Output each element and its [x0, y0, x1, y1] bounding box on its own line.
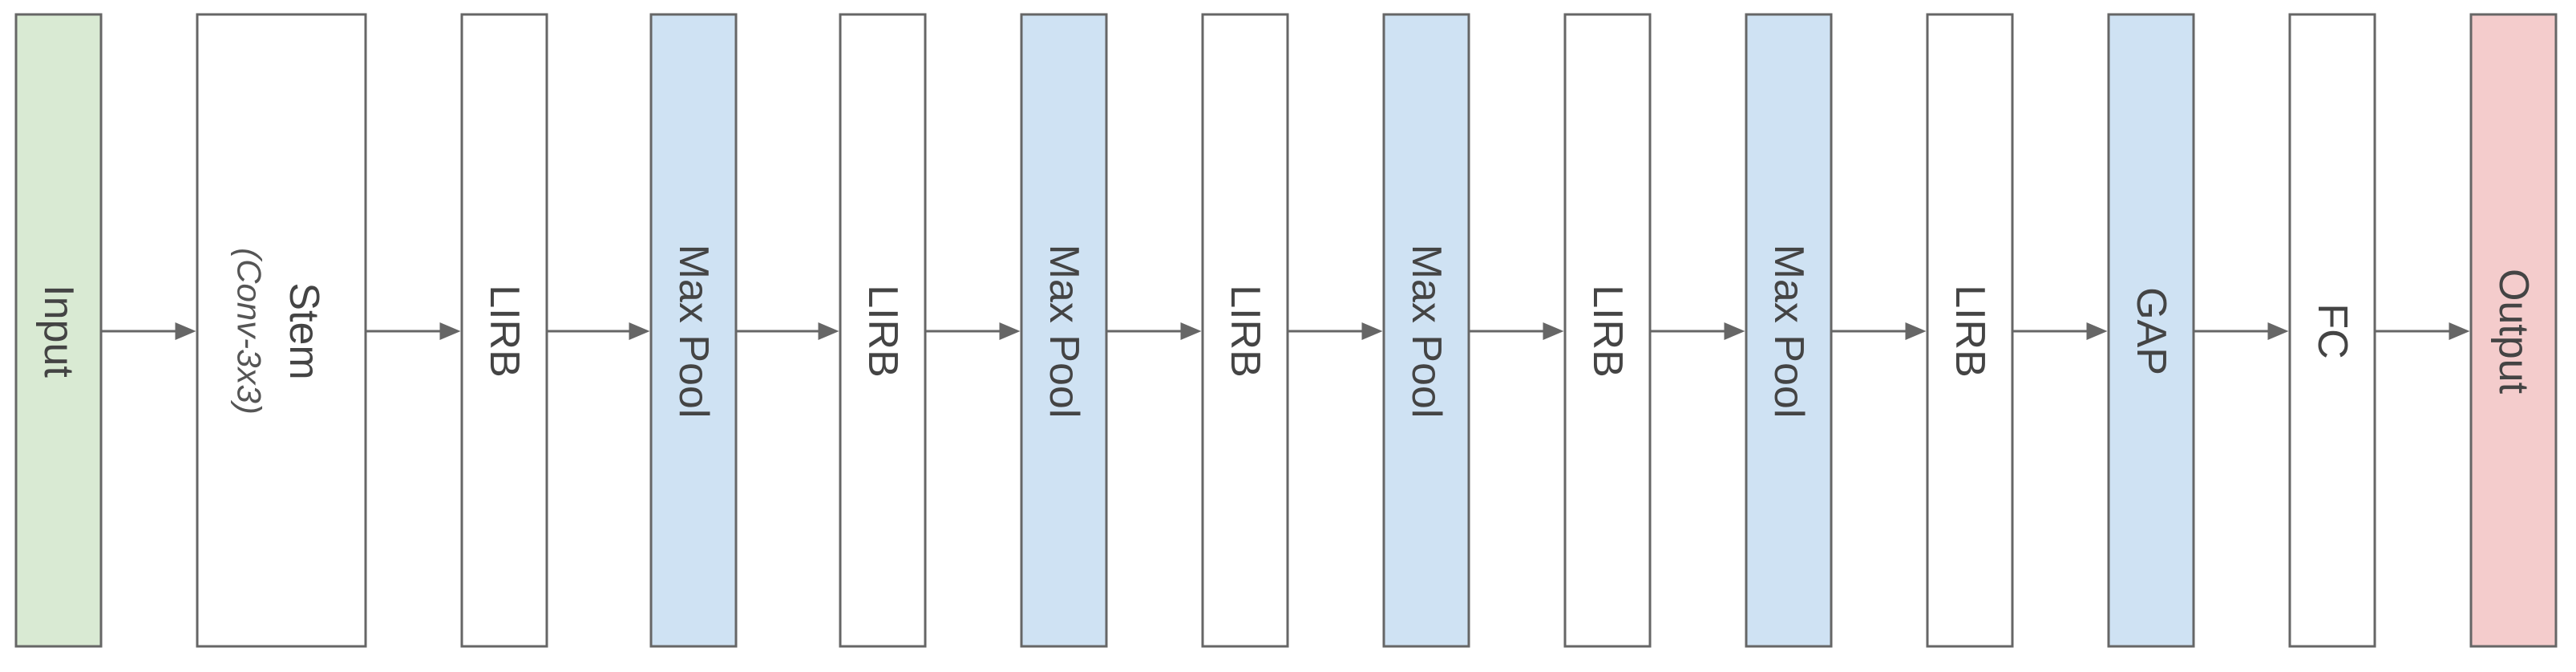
block-rect	[14, 13, 103, 648]
arrow-head	[175, 322, 196, 340]
block-lirb-4: LIRB	[839, 13, 927, 648]
arrow-head	[2086, 322, 2108, 340]
block-rect	[1563, 13, 1652, 648]
block-rect	[1745, 13, 1833, 648]
block-lirb-6: LIRB	[1201, 13, 1289, 648]
block-rect	[196, 13, 367, 648]
arrow-10-to-11	[2013, 322, 2108, 340]
block-max-pool-7: Max Pool	[1382, 13, 1470, 648]
block-rect	[2107, 13, 2195, 648]
block-stem-1: Stem (Conv-3x3)	[196, 13, 367, 648]
block-label: FC	[2309, 303, 2356, 358]
block-gap-11: GAP	[2107, 13, 2195, 648]
arrow-head	[1724, 322, 1745, 340]
arrow-head	[439, 322, 461, 340]
block-rect	[1382, 13, 1470, 648]
blocks-layer: Input Stem (Conv-3x3) LIRB Max Pool LIRB Max P…	[14, 13, 2558, 648]
arrow-4-to-5	[926, 322, 1021, 340]
block-output-13: Output	[2469, 13, 2558, 648]
block-rect	[1926, 13, 2014, 648]
arrow-0-to-1	[102, 322, 196, 340]
arrow-head	[1180, 322, 1202, 340]
block-label: GAP	[2128, 287, 2174, 375]
arrow-9-to-10	[1832, 322, 1927, 340]
block-rect	[460, 13, 548, 648]
arrows-layer	[102, 322, 2470, 340]
block-label: Max Pool	[670, 245, 717, 419]
arrow-11-to-12	[2194, 322, 2289, 340]
block-label: Stem	[281, 282, 327, 379]
block-rect	[649, 13, 738, 648]
block-max-pool-3: Max Pool	[649, 13, 738, 648]
arrow-head	[2267, 322, 2289, 340]
block-label: LIRB	[1584, 285, 1631, 378]
block-label: LIRB	[1947, 285, 1993, 378]
arrow-6-to-7	[1288, 322, 1383, 340]
arrow-head	[1905, 322, 1927, 340]
block-label: Max Pool	[1041, 245, 1087, 419]
arrow-head	[2449, 322, 2470, 340]
arrow-5-to-6	[1107, 322, 1202, 340]
block-label: Output	[2490, 269, 2537, 395]
block-label: Max Pool	[1403, 245, 1450, 419]
arrow-7-to-8	[1470, 322, 1564, 340]
arrow-1-to-2	[366, 322, 461, 340]
arrow-head	[1361, 322, 1383, 340]
arrow-12-to-13	[2376, 322, 2470, 340]
block-label: LIRB	[481, 285, 528, 378]
arrow-3-to-4	[737, 322, 839, 340]
block-fc-12: FC	[2288, 13, 2376, 648]
block-rect	[1020, 13, 1108, 648]
block-rect	[2288, 13, 2376, 648]
block-max-pool-9: Max Pool	[1745, 13, 1833, 648]
block-lirb-10: LIRB	[1926, 13, 2014, 648]
block-label: Input	[35, 285, 82, 378]
block-lirb-2: LIRB	[460, 13, 548, 648]
arrow-head	[818, 322, 839, 340]
arrow-2-to-3	[548, 322, 650, 340]
arrow-head	[629, 322, 650, 340]
block-lirb-8: LIRB	[1563, 13, 1652, 648]
block-max-pool-5: Max Pool	[1020, 13, 1108, 648]
arrow-head	[1543, 322, 1564, 340]
block-rect	[2469, 13, 2558, 648]
block-label: LIRB	[859, 285, 906, 378]
arrow-head	[999, 322, 1021, 340]
block-rect	[839, 13, 927, 648]
block-label: Max Pool	[1765, 245, 1812, 419]
block-sublabel: (Conv-3x3)	[231, 248, 269, 415]
block-rect	[1201, 13, 1289, 648]
block-input-0: Input	[14, 13, 103, 648]
arrow-8-to-9	[1651, 322, 1745, 340]
block-label: LIRB	[1222, 285, 1268, 378]
